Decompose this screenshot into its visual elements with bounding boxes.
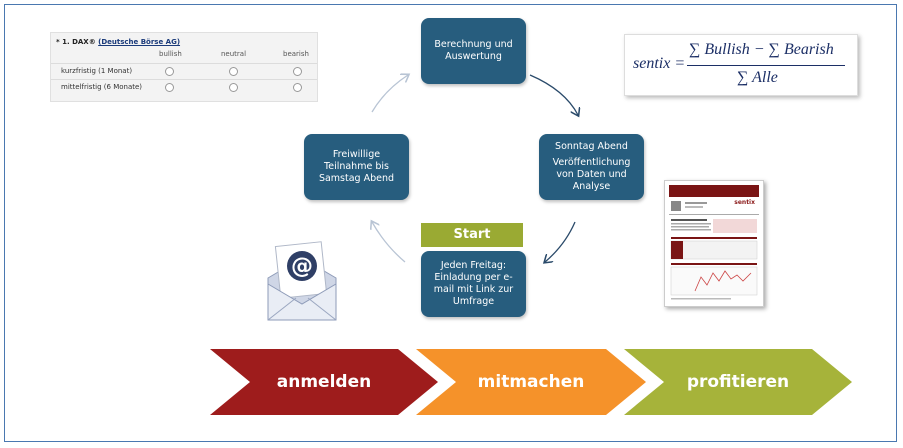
step-box-invitation: Jeden Freitag: Einladung per e-mail mit … [421,251,526,317]
chevron-step-participate-label: mitmachen [477,372,585,392]
step-box-publication-line1: Sonntag Abend [555,141,628,152]
survey-col-bullish: bullish [159,50,182,58]
email-at-envelope-icon: @ [267,241,337,321]
step-box-publication: Sonntag Abend Veröffentlichung von Daten… [539,134,644,200]
step-box-participation-text: Freiwillige Teilnahme bis Samstag Abend [318,149,395,184]
arrow-top-to-right [529,74,578,115]
step-box-calculation-text: Berechnung und Auswertung [434,39,513,62]
report-thumbnail: sentix [664,180,764,307]
survey-row: mittelfristig (6 Monate) [51,79,317,94]
step-box-invitation-text: Jeden Freitag: Einladung per e-mail mit … [433,260,514,307]
survey-row: kurzfristig (1 Monat) [51,63,317,78]
chevron-step-profit-label: profitieren [686,372,790,392]
report-thumbnail-graphic [669,185,759,300]
chevron-step-register-label: anmelden [276,372,372,392]
radio-bullish[interactable] [165,67,174,76]
formula-denominator: ∑ Alle [737,69,778,86]
survey-title-prefix: * 1. DAX® [56,38,96,46]
svg-text:@: @ [291,254,313,279]
formula-numerator: ∑ Bullish − ∑ Bearish [689,41,834,58]
report-logo: sentix [734,199,755,206]
survey-row-label: kurzfristig (1 Monat) [61,67,133,75]
formula-lhs: sentix = [633,55,686,72]
arrow-bottom-to-left [372,222,406,263]
arrow-right-to-bottom [545,221,576,262]
step-box-participation: Freiwillige Teilnahme bis Samstag Abend [304,134,409,200]
survey-title-link[interactable]: (Deutsche Börse AG) [98,38,181,46]
formula-fraction-bar [687,65,845,66]
survey-row-label: mittelfristig (6 Monate) [61,83,143,91]
radio-bullish[interactable] [165,83,174,92]
dax-survey-panel: * 1. DAX® (Deutsche Börse AG) bullish ne… [50,32,318,102]
radio-neutral[interactable] [229,83,238,92]
sentix-formula: sentix = ∑ Bullish − ∑ Bearish ∑ Alle [624,34,858,96]
survey-col-bearish: bearish [283,50,309,58]
step-box-publication-line2: Veröffentlichung von Daten und Analyse [552,157,631,192]
survey-col-neutral: neutral [221,50,247,58]
start-label: Start [421,223,523,247]
arrow-left-to-top [371,75,408,113]
radio-neutral[interactable] [229,67,238,76]
radio-bearish[interactable] [293,83,302,92]
survey-title: * 1. DAX® (Deutsche Börse AG) [56,38,180,46]
radio-bearish[interactable] [293,67,302,76]
step-box-calculation: Berechnung und Auswertung [421,18,526,84]
